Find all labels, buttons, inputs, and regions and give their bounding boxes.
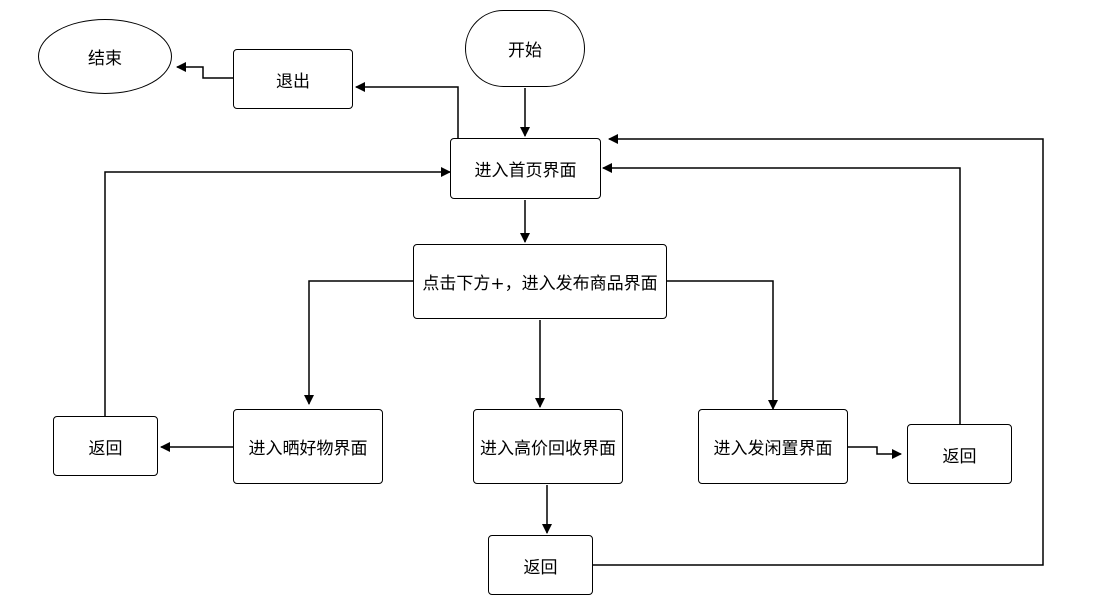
recycle-node: 进入高价回收界面 xyxy=(473,409,623,484)
back-bottom-node: 返回 xyxy=(488,535,593,595)
back-bottom-label: 返回 xyxy=(523,557,558,578)
exit-node: 退出 xyxy=(233,49,353,109)
share-label: 进入晒好物界面 xyxy=(248,439,368,459)
back-right-node: 返回 xyxy=(907,424,1012,484)
edge-publish-idle xyxy=(667,280,778,410)
home-label: 进入首页界面 xyxy=(474,161,577,181)
edge-back-bottom-home xyxy=(593,134,1044,566)
end-label: 结束 xyxy=(88,49,122,69)
share-node: 进入晒好物界面 xyxy=(233,409,383,484)
edge-back-left-home xyxy=(104,167,451,416)
start-node: 开始 xyxy=(465,10,585,87)
back-right-label: 返回 xyxy=(942,446,977,467)
publish-node: 点击下方+，进入发布商品界面 xyxy=(413,244,667,319)
edge-publish-share xyxy=(304,280,413,405)
recycle-label: 进入高价回收界面 xyxy=(480,439,616,459)
edge-exit-end xyxy=(176,62,233,79)
idle-node: 进入发闲置界面 xyxy=(698,409,848,484)
home-node: 进入首页界面 xyxy=(450,138,601,199)
exit-label: 退出 xyxy=(276,71,310,92)
back-left-label: 返回 xyxy=(88,438,123,459)
publish-label: 点击下方+，进入发布商品界面 xyxy=(422,274,658,294)
start-label: 开始 xyxy=(508,41,542,61)
back-left-node: 返回 xyxy=(53,416,158,476)
edge-idle-back-right xyxy=(848,446,902,459)
edge-back-right-home xyxy=(602,163,961,424)
idle-label: 进入发闲置界面 xyxy=(713,439,833,459)
edge-home-exit xyxy=(355,82,459,138)
end-node: 结束 xyxy=(38,19,172,94)
